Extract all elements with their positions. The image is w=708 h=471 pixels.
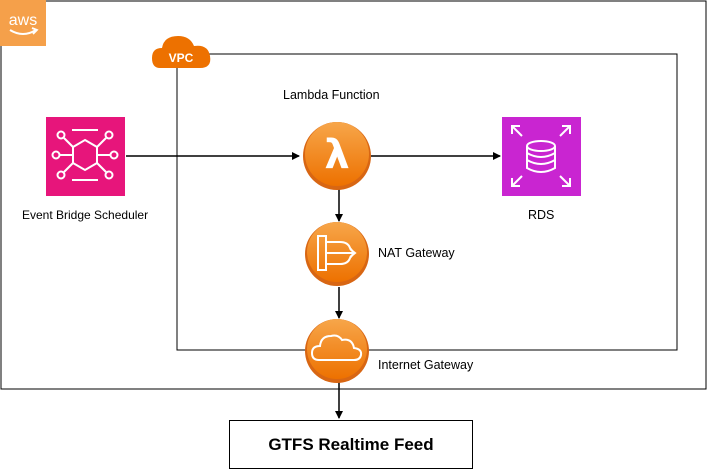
lambda-label: Lambda Function (283, 88, 380, 102)
internet-gateway-icon (305, 319, 369, 383)
eventbridge-icon (46, 117, 125, 196)
aws-cloud-boundary (0, 0, 707, 390)
vpc-boundary (176, 53, 678, 351)
lambda-icon: λ (303, 122, 371, 190)
nat-gateway-label: NAT Gateway (378, 246, 455, 260)
vpc-cloud-icon: VPC (152, 36, 211, 68)
internet-gateway-label: Internet Gateway (378, 358, 474, 372)
gtfs-realtime-feed-label: GTFS Realtime Feed (268, 434, 434, 454)
nat-gateway-icon (305, 222, 369, 286)
rds-label: RDS (528, 208, 555, 222)
svg-text:λ: λ (324, 132, 349, 178)
aws-logo-icon: aws (0, 0, 46, 46)
aws-badge-text: aws (9, 12, 37, 29)
eventbridge-label: Event Bridge Scheduler (22, 208, 149, 222)
rds-icon (502, 117, 581, 196)
vpc-badge-text: VPC (169, 51, 194, 65)
gtfs-realtime-feed-box: GTFS Realtime Feed (229, 420, 473, 469)
